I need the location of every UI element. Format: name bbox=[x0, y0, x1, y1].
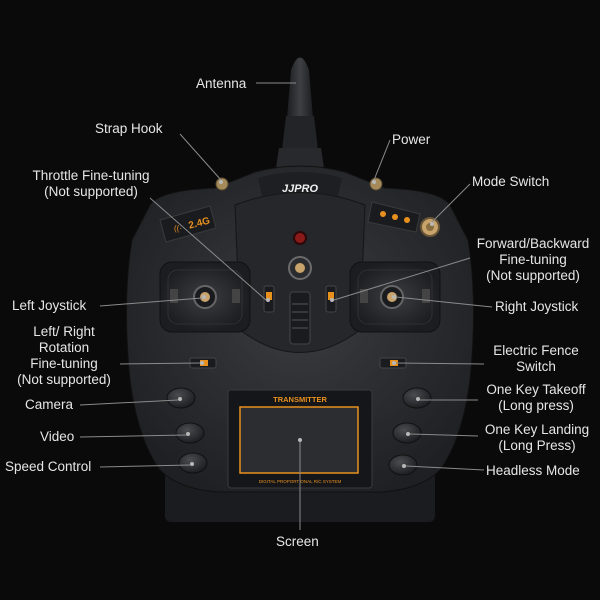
label-headless-mode: Headless Mode bbox=[486, 463, 580, 478]
label-electric-fence-switch: Electric Fence Switch bbox=[484, 343, 588, 375]
status-icon-plate bbox=[367, 201, 421, 233]
label-takeoff-line-1: One Key Takeoff bbox=[486, 382, 586, 397]
label-lr-rotation-fine-tuning: Left/ Right Rotation Fine-tuning (Not su… bbox=[8, 324, 120, 388]
label-fb-line-1: Forward/Backward bbox=[476, 236, 590, 251]
power-button[interactable] bbox=[288, 256, 312, 280]
label-rotation-line-3: Fine-tuning bbox=[30, 356, 98, 371]
label-mode-switch: Mode Switch bbox=[472, 174, 550, 189]
power-button-icon bbox=[295, 263, 305, 273]
label-power: Power bbox=[392, 132, 431, 147]
screen-title: TRANSMITTER bbox=[273, 395, 327, 404]
gps-icon bbox=[392, 214, 398, 220]
video-button bbox=[175, 422, 205, 444]
strap-hook-left bbox=[215, 177, 229, 191]
mode-switch[interactable] bbox=[420, 217, 440, 237]
label-rotation-line-4: (Not supported) bbox=[17, 372, 111, 387]
label-camera: Camera bbox=[25, 397, 74, 412]
label-rotation-line-1: Left/ Right bbox=[33, 324, 95, 339]
label-fb-line-2: Fine-tuning bbox=[499, 252, 567, 267]
label-fence-line-2: Switch bbox=[516, 359, 556, 374]
label-fb-line-3: (Not supported) bbox=[486, 268, 580, 283]
power-led bbox=[293, 231, 307, 245]
label-throttle-line-1: Throttle Fine-tuning bbox=[32, 168, 150, 183]
leader-lines bbox=[79, 82, 493, 530]
label-one-key-landing: One Key Landing (Long Press) bbox=[476, 422, 598, 454]
center-throttle[interactable] bbox=[289, 291, 311, 345]
brand-plate: JJPRO bbox=[258, 172, 342, 196]
wifi-signal-icon bbox=[380, 211, 386, 217]
label-takeoff-line-2: (Long press) bbox=[498, 398, 574, 413]
label-landing-line-2: (Long Press) bbox=[498, 438, 576, 453]
label-forward-backward-fine-tuning: Forward/Backward Fine-tuning (Not suppor… bbox=[468, 236, 598, 284]
brand-logo: JJPRO bbox=[282, 183, 319, 195]
label-throttle-fine-tuning: Throttle Fine-tuning (Not supported) bbox=[22, 168, 160, 200]
label-fence-line-1: Electric Fence bbox=[493, 343, 579, 358]
label-strap-hook: Strap Hook bbox=[95, 121, 163, 136]
label-video: Video bbox=[40, 429, 75, 444]
label-speed-control: Speed Control bbox=[5, 459, 92, 474]
label-landing-line-1: One Key Landing bbox=[484, 422, 590, 437]
label-rotation-line-2: Rotation bbox=[38, 340, 90, 355]
label-throttle-line-2: (Not supported) bbox=[44, 184, 138, 199]
antenna bbox=[275, 57, 325, 175]
label-left-joystick: Left Joystick bbox=[12, 298, 87, 313]
label-screen: Screen bbox=[276, 534, 319, 549]
label-right-joystick: Right Joystick bbox=[495, 299, 579, 314]
drone-icon bbox=[404, 217, 410, 223]
label-antenna: Antenna bbox=[196, 76, 247, 91]
wifi-signal-icon: ((· bbox=[174, 224, 182, 233]
strap-hook-right bbox=[369, 177, 383, 191]
frequency-badge: ((· 2.4G bbox=[159, 205, 217, 243]
label-one-key-takeoff: One Key Takeoff (Long press) bbox=[476, 382, 596, 414]
badge-frequency: 2.4G bbox=[187, 215, 211, 231]
